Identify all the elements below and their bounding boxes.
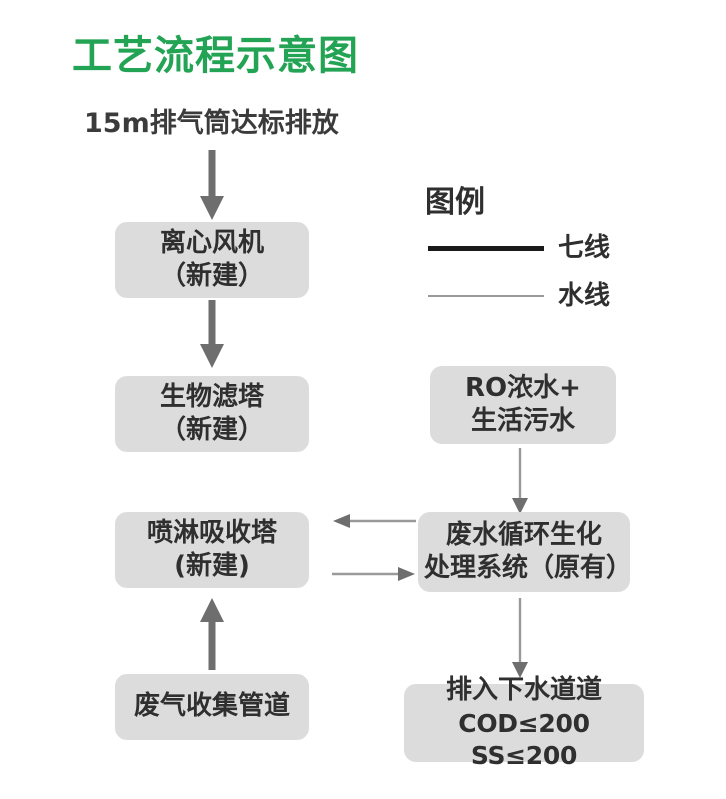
legend-item-water-line: 水线 [428, 283, 610, 309]
legend-heading: 图例 [425, 185, 485, 220]
arrow-biochem-to-sewer [508, 598, 532, 680]
arrow-fan-to-biofilter [196, 300, 228, 370]
node-sewer-discharge-line2: COD≤200 SS≤200 [458, 708, 590, 770]
arrow-ro-to-biochem [508, 448, 532, 516]
node-ro-concentrate-line1: RO浓水+ [465, 372, 581, 403]
node-waste-gas-collection-duct[interactable]: 废气收集管道 [115, 674, 309, 740]
node-wastewater-biochem-system-line1: 废水循环生化 [445, 519, 602, 550]
node-ro-concentrate[interactable]: RO浓水+ 生活污水 [430, 366, 616, 444]
node-centrifugal-fan-line2: （新建） [159, 261, 264, 291]
arrow-duct-to-spray-tower [196, 592, 228, 672]
node-biofilter-tower[interactable]: 生物滤塔 （新建） [115, 376, 309, 452]
node-centrifugal-fan[interactable]: 离心风机 （新建） [115, 222, 309, 298]
node-sewer-discharge-line1: 排入下水道道 [445, 675, 602, 706]
stack-emission-label: 15m排气筒达标排放 [84, 108, 339, 139]
arrow-spray-tower-to-biochem [330, 565, 418, 583]
page-title: 工艺流程示意图 [72, 33, 359, 79]
node-ro-concentrate-line2: 生活污水 [470, 406, 575, 436]
node-centrifugal-fan-line1: 离心风机 [159, 227, 264, 258]
node-wastewater-biochem-system-line2: 处理系统（原有） [424, 553, 633, 583]
node-biofilter-tower-line1: 生物滤塔 [159, 381, 264, 412]
legend-swatch-thick-line [428, 245, 544, 251]
node-spray-absorption-tower-line1: 喷淋吸收塔 [146, 517, 277, 548]
node-spray-absorption-tower[interactable]: 喷淋吸收塔 (新建) [115, 512, 309, 588]
legend-label-water-line: 水线 [558, 281, 611, 311]
node-wastewater-biochem-system[interactable]: 废水循环生化 处理系统（原有） [418, 512, 633, 592]
legend-label-gas-line: 七线 [558, 233, 611, 263]
node-sewer-discharge[interactable]: 排入下水道道 COD≤200 SS≤200 [404, 675, 644, 770]
legend-swatch-thin-line [428, 295, 544, 297]
arrow-biochem-to-spray-tower [330, 512, 418, 530]
legend-item-gas-line: 七线 [428, 235, 610, 261]
arrow-stack-to-fan [196, 150, 228, 222]
node-biofilter-tower-line2: （新建） [159, 415, 264, 445]
node-waste-gas-collection-duct-line1: 废气收集管道 [133, 691, 290, 722]
node-spray-absorption-tower-line2: (新建) [174, 551, 250, 581]
